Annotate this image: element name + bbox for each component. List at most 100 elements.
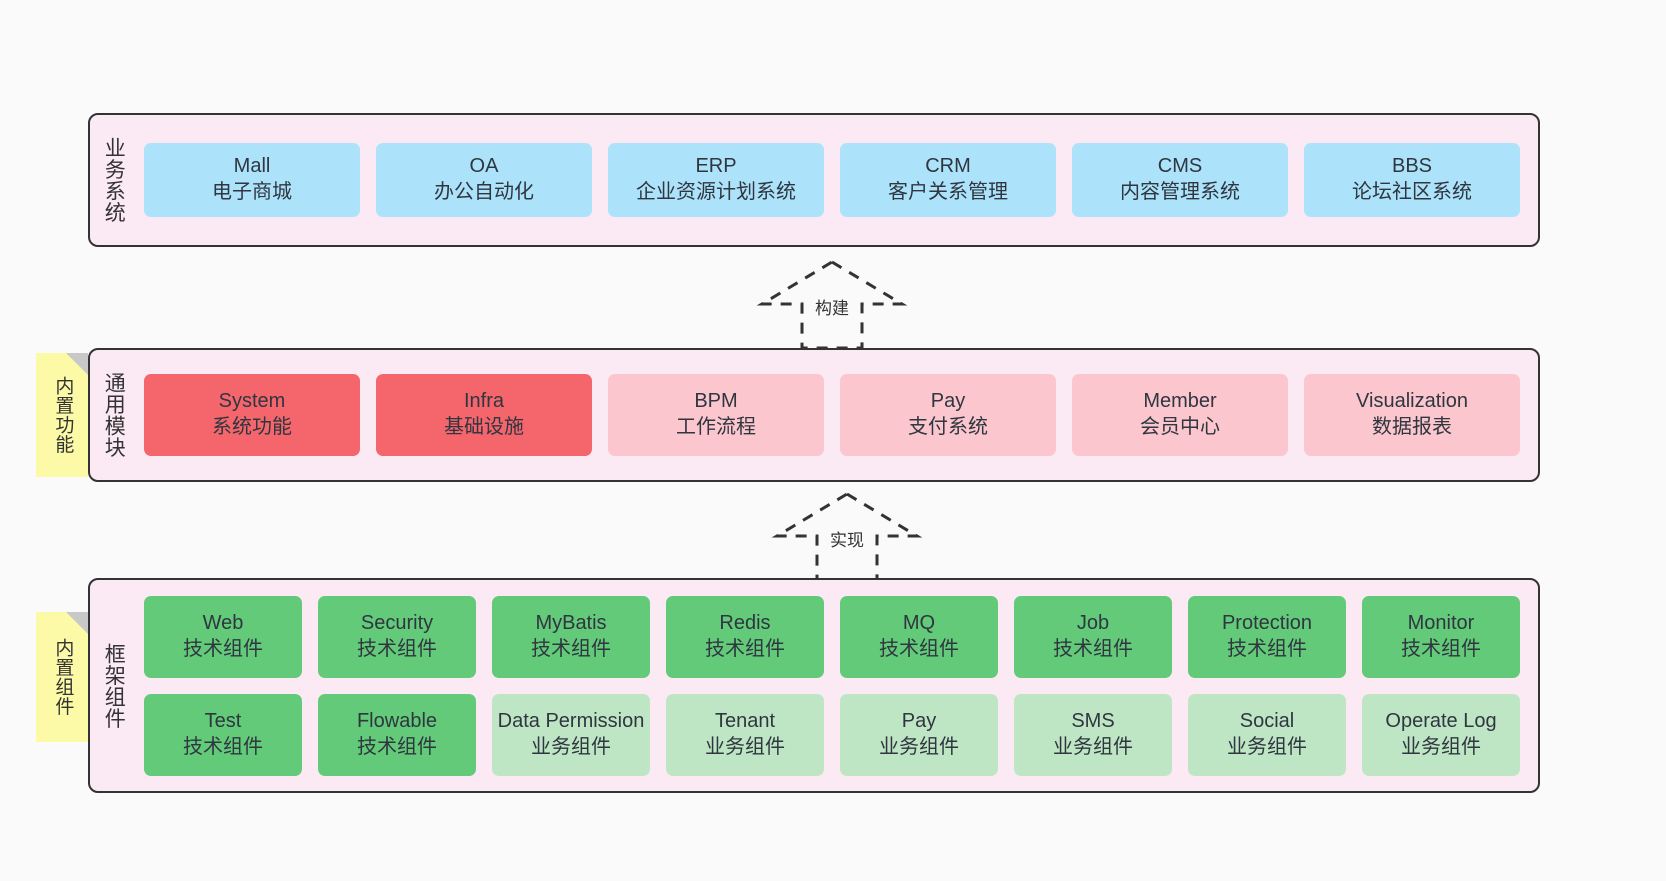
node-protection[interactable]: Protection 技术组件 bbox=[1188, 595, 1346, 678]
node-subtitle: 电子商城 bbox=[212, 181, 292, 203]
layer-body-common-module: System 系统功能 Infra 基础设施 BPM 工作流程 Pay 支付系统… bbox=[136, 350, 1538, 480]
node-subtitle: 技术组件 bbox=[1227, 637, 1307, 660]
node-title: BBS bbox=[1391, 155, 1433, 178]
layer-row: Test 技术组件 Flowable 技术组件 Data Permission … bbox=[144, 693, 1520, 776]
node-subtitle: 技术组件 bbox=[357, 735, 437, 758]
node-subtitle: 论坛社区系统 bbox=[1352, 181, 1472, 203]
node-bpm[interactable]: BPM 工作流程 bbox=[608, 374, 824, 456]
node-title: Operate Log bbox=[1385, 709, 1497, 732]
node-title: Test bbox=[204, 709, 242, 732]
node-subtitle: 技术组件 bbox=[531, 637, 611, 660]
node-mall[interactable]: Mall 电子商城 bbox=[144, 143, 360, 217]
node-pay[interactable]: Pay 支付系统 bbox=[840, 374, 1056, 456]
node-subtitle: 办公自动化 bbox=[434, 181, 534, 203]
node-title: Security bbox=[360, 611, 434, 634]
layer-title-common-module: 通用模块 bbox=[102, 372, 126, 458]
node-subtitle: 数据报表 bbox=[1372, 416, 1452, 438]
node-subtitle: 系统功能 bbox=[212, 416, 292, 438]
node-title: BPM bbox=[694, 390, 738, 413]
node-subtitle: 工作流程 bbox=[676, 416, 756, 438]
layer-common-module: 通用模块 System 系统功能 Infra 基础设施 BPM 工作流程 Pay… bbox=[88, 348, 1540, 482]
node-subtitle: 业务组件 bbox=[1053, 735, 1133, 758]
connector-label: 实现 bbox=[830, 531, 864, 550]
node-system[interactable]: System 系统功能 bbox=[144, 374, 360, 456]
node-social[interactable]: Social 业务组件 bbox=[1188, 693, 1346, 776]
connector-label: 构建 bbox=[815, 299, 849, 318]
sticky-note-builtin-components: 内置组件 bbox=[36, 612, 88, 742]
node-subtitle: 技术组件 bbox=[1053, 637, 1133, 660]
node-subtitle: 客户关系管理 bbox=[888, 181, 1008, 203]
node-subtitle: 业务组件 bbox=[531, 735, 611, 758]
node-subtitle: 内容管理系统 bbox=[1120, 181, 1240, 203]
node-oa[interactable]: OA 办公自动化 bbox=[376, 143, 592, 217]
node-title: Member bbox=[1143, 390, 1217, 413]
node-title: Protection bbox=[1221, 611, 1313, 634]
node-title: Redis bbox=[719, 611, 771, 634]
generalization-arrow-icon bbox=[771, 492, 923, 582]
node-title: Data Permission bbox=[497, 709, 645, 732]
node-subtitle: 支付系统 bbox=[908, 416, 988, 438]
node-title: Mall bbox=[233, 155, 271, 178]
node-title: CMS bbox=[1157, 155, 1203, 178]
node-infra[interactable]: Infra 基础设施 bbox=[376, 374, 592, 456]
node-redis[interactable]: Redis 技术组件 bbox=[666, 595, 824, 678]
node-erp[interactable]: ERP 企业资源计划系统 bbox=[608, 143, 824, 217]
node-title: Flowable bbox=[356, 709, 438, 732]
node-title: ERP bbox=[695, 155, 737, 178]
node-title: Infra bbox=[463, 390, 505, 413]
layer-title-framework-component: 框架组件 bbox=[102, 642, 126, 729]
layer-row: Web 技术组件 Security 技术组件 MyBatis 技术组件 Redi… bbox=[144, 595, 1520, 678]
node-title: Job bbox=[1076, 611, 1110, 634]
node-subtitle: 技术组件 bbox=[705, 637, 785, 660]
node-subtitle: 基础设施 bbox=[444, 416, 524, 438]
node-tenant[interactable]: Tenant 业务组件 bbox=[666, 693, 824, 776]
node-test[interactable]: Test 技术组件 bbox=[144, 693, 302, 776]
sticky-note-label: 内置功能 bbox=[52, 376, 74, 454]
node-subtitle: 业务组件 bbox=[879, 735, 959, 758]
node-title: System bbox=[218, 390, 286, 413]
node-subtitle: 技术组件 bbox=[183, 637, 263, 660]
layer-title-business-system: 业务系统 bbox=[102, 137, 126, 223]
node-web[interactable]: Web 技术组件 bbox=[144, 595, 302, 678]
connector-implement-arrow: 实现 bbox=[771, 490, 923, 582]
layer-row: Mall 电子商城 OA 办公自动化 ERP 企业资源计划系统 CRM 客户关系… bbox=[144, 143, 1520, 217]
node-mybatis[interactable]: MyBatis 技术组件 bbox=[492, 595, 650, 678]
generalization-arrow-icon bbox=[756, 260, 908, 350]
node-subtitle: 业务组件 bbox=[1401, 735, 1481, 758]
node-title: Pay bbox=[930, 390, 966, 413]
node-title: Web bbox=[202, 611, 244, 634]
node-data-permission[interactable]: Data Permission 业务组件 bbox=[492, 693, 650, 776]
node-operate-log[interactable]: Operate Log 业务组件 bbox=[1362, 693, 1520, 776]
node-subtitle: 技术组件 bbox=[357, 637, 437, 660]
layer-row: System 系统功能 Infra 基础设施 BPM 工作流程 Pay 支付系统… bbox=[144, 374, 1520, 456]
node-flowable[interactable]: Flowable 技术组件 bbox=[318, 693, 476, 776]
node-subtitle: 业务组件 bbox=[1227, 735, 1307, 758]
node-cms[interactable]: CMS 内容管理系统 bbox=[1072, 143, 1288, 217]
node-subtitle: 技术组件 bbox=[1401, 637, 1481, 660]
layer-body-framework-component: Web 技术组件 Security 技术组件 MyBatis 技术组件 Redi… bbox=[136, 580, 1538, 791]
node-mq[interactable]: MQ 技术组件 bbox=[840, 595, 998, 678]
node-security[interactable]: Security 技术组件 bbox=[318, 595, 476, 678]
node-pay-component[interactable]: Pay 业务组件 bbox=[840, 693, 998, 776]
node-job[interactable]: Job 技术组件 bbox=[1014, 595, 1172, 678]
node-title: SMS bbox=[1071, 709, 1115, 732]
node-title: CRM bbox=[925, 155, 971, 178]
node-member[interactable]: Member 会员中心 bbox=[1072, 374, 1288, 456]
node-title: Visualization bbox=[1356, 390, 1468, 413]
layer-framework-component: 框架组件 Web 技术组件 Security 技术组件 MyBatis 技术组件… bbox=[88, 578, 1540, 793]
node-title: Tenant bbox=[714, 709, 776, 732]
node-subtitle: 技术组件 bbox=[879, 637, 959, 660]
node-visualization[interactable]: Visualization 数据报表 bbox=[1304, 374, 1520, 456]
node-title: Monitor bbox=[1407, 611, 1475, 634]
node-subtitle: 会员中心 bbox=[1140, 416, 1220, 438]
node-crm[interactable]: CRM 客户关系管理 bbox=[840, 143, 1056, 217]
layer-business-system: 业务系统 Mall 电子商城 OA 办公自动化 ERP 企业资源计划系统 CRM… bbox=[88, 113, 1540, 247]
node-subtitle: 技术组件 bbox=[183, 735, 263, 758]
node-title: Social bbox=[1239, 709, 1295, 732]
node-title: OA bbox=[469, 155, 499, 178]
node-monitor[interactable]: Monitor 技术组件 bbox=[1362, 595, 1520, 678]
sticky-note-builtin-features: 内置功能 bbox=[36, 353, 88, 477]
node-bbs[interactable]: BBS 论坛社区系统 bbox=[1304, 143, 1520, 217]
node-sms[interactable]: SMS 业务组件 bbox=[1014, 693, 1172, 776]
